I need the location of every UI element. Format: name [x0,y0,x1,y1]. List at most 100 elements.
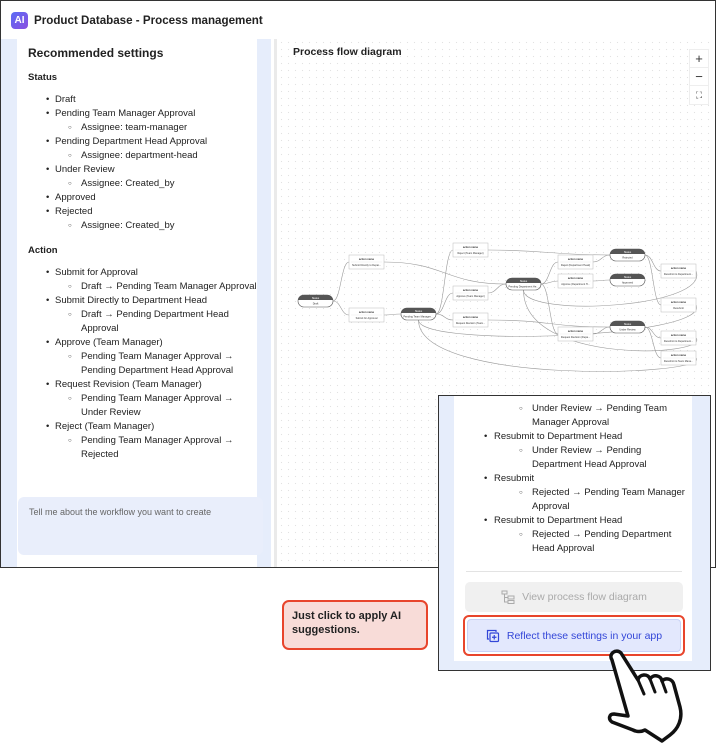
item-label: Resubmit to Department Head [494,431,623,442]
item-label: Pending Department Head Approval [55,136,208,147]
node-label: Reject (Department Head) [561,264,590,267]
item-label: Request Revision (Team Manager) [55,379,202,390]
item-label: Rejected [55,206,93,217]
view-diagram-label: View process flow diagram [522,591,647,603]
item-detail: Draft → Pending Team Manager Approval [55,280,257,294]
node-header: Status [415,309,423,313]
item-detail: Assignee: department-head [55,149,257,163]
node-label: Approved [622,281,634,285]
node-label: Resubmit [673,307,684,310]
chat-input[interactable]: Tell me about the workflow you want to c… [18,497,263,555]
list-item: Submit for ApprovalDraft → Pending Team … [28,266,257,294]
item-detail: Rejected → Pending Department Head Appro… [494,528,692,556]
flow-edge [540,280,559,285]
panel-scrollbar[interactable] [257,39,271,567]
window-title: Product Database - Process management [34,13,263,27]
node-label: Request Revision (Team... [456,322,486,325]
flow-diagram-icon [501,590,515,604]
node-label: Pending Department He... [509,285,539,289]
item-detail: Assignee: team-manager [55,121,257,135]
item-detail: Under Review → Pending Team Manager Appr… [494,402,692,430]
item-detail: Rejected → Pending Team Manager Approval [494,486,692,514]
item-label: Submit Directly to Department Head [55,295,208,306]
list-item: ResubmitRejected → Pending Team Manager … [454,472,692,514]
flow-edge [487,319,611,328]
node-header: Status [624,250,632,254]
reflect-settings-label: Reflect these settings in your app [506,629,663,642]
list-item: Under Review → Pending Team Manager Appr… [454,402,692,430]
node-label: Pending Team Manager ... [403,315,434,319]
flow-edge [435,249,454,315]
node-header: action name [671,266,687,270]
item-label: Approve (Team Manager) [55,337,163,348]
item-label: Draft [55,94,76,105]
view-diagram-button[interactable]: View process flow diagram [465,582,683,612]
action-heading: Action [28,245,58,256]
node-label: Resubmit to Team Mana... [664,360,693,363]
list-item: Resubmit to Department HeadRejected → Pe… [454,514,692,556]
flow-edge [523,270,697,307]
node-header: action name [568,257,584,261]
node-header: Status [624,322,632,326]
node-label: Rejected [622,256,633,260]
item-detail: Under Review → Pending Department Head A… [494,444,692,472]
panel-resizer[interactable] [274,39,277,567]
divider [466,571,682,572]
zoom-out-button[interactable]: − [690,68,708,86]
node-header: action name [671,333,687,337]
node-header: Status [624,275,632,279]
flow-edge [592,254,611,263]
panel-title: Recommended settings [28,46,164,60]
item-label: Under Review [55,164,115,175]
flow-edge [592,326,611,335]
node-header: action name [568,276,584,280]
item-label: Submit for Approval [55,267,138,278]
node-header: action name [359,310,375,314]
callout-tip: Just click to apply AI suggestions. [282,600,428,650]
node-header: Status [312,296,320,300]
popup-action-list: Under Review → Pending Team Manager Appr… [454,402,692,556]
node-header: Status [520,279,528,283]
node-label: Approve (Department H... [561,283,590,286]
item-label: Resubmit to Department Head [494,515,623,526]
recommended-settings-panel: Recommended settings Status DraftPending… [17,39,257,495]
pointing-hand-icon [607,649,683,743]
panel-background [1,39,17,567]
status-list: DraftPending Team Manager ApprovalAssign… [28,93,257,233]
flow-edge [487,249,611,256]
flow-edge [383,313,402,316]
list-item: Under ReviewAssignee: Created_by [28,163,257,191]
node-header: action name [463,288,479,292]
node-header: action name [671,353,687,357]
fit-view-button[interactable]: ⛶ [695,89,703,100]
node-header: action name [359,257,375,261]
flow-edge [418,319,697,372]
item-label: Approved [55,192,96,203]
list-item: Approved [28,191,257,205]
header: AI Product Database - Process management [1,1,715,39]
reflect-settings-button[interactable]: Reflect these settings in your app [467,619,681,652]
zoom-in-button[interactable]: + [690,50,708,68]
node-label: Reject (Team Manager) [457,252,483,255]
item-detail: Draft → Pending Department Head Approval [55,308,257,336]
action-list: Submit for ApprovalDraft → Pending Team … [28,266,257,462]
